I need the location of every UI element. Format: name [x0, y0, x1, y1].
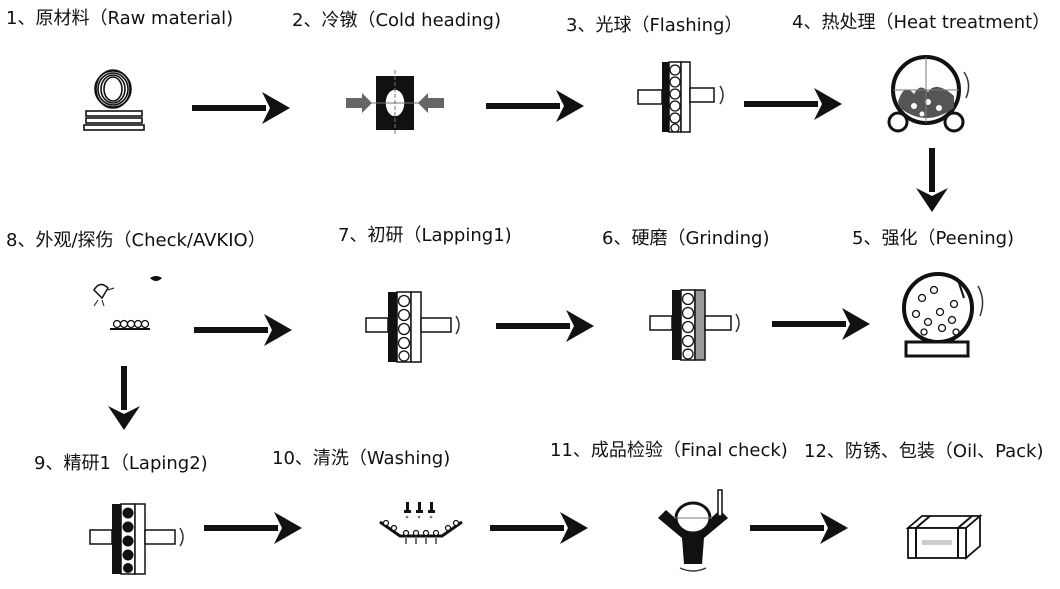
raw-material-coil-icon — [78, 65, 148, 135]
lapping1-machine-icon — [362, 288, 472, 368]
step-5-label: 5、强化（Peening) — [852, 228, 1015, 249]
step-3-label: 3、光球（Flashing） — [566, 15, 743, 36]
grinding-machine-icon — [646, 286, 756, 366]
arrow-right-10-11 — [490, 508, 590, 548]
step-10-label: 10、清洗（Washing) — [272, 448, 451, 469]
arrow-right-11-12 — [750, 508, 850, 548]
arrow-right-3-4 — [744, 84, 844, 124]
flashing-machine-icon — [630, 58, 740, 138]
arrow-down-4-5 — [912, 148, 952, 214]
step-7-label: 7、初研（Lapping1) — [338, 225, 512, 246]
step-9-label: 9、精研1（Laping2) — [34, 453, 208, 474]
arrow-right-1-2 — [192, 88, 292, 128]
final-check-gauge-icon — [654, 488, 734, 573]
arrow-right-6-5 — [772, 304, 872, 344]
step-11-label: 11、成品检验（Final check) — [550, 440, 788, 461]
heat-treatment-drum-icon — [884, 52, 974, 137]
step-8-label: 8、外观/探伤（Check/AVKIO） — [6, 230, 266, 251]
arrow-right-8-7 — [194, 310, 294, 350]
visual-check-icon — [82, 268, 172, 338]
arrow-right-2-3 — [486, 86, 586, 126]
arrow-right-7-6 — [496, 306, 596, 346]
step-4-label: 4、热处理（Heat treatment） — [792, 12, 1051, 33]
lapping2-machine-icon — [88, 500, 198, 580]
step-1-label: 1、原材料（Raw material) — [6, 8, 234, 29]
peening-drum-icon — [896, 268, 996, 363]
step-6-label: 6、硬磨（Grinding) — [602, 228, 770, 249]
cold-heading-die-icon — [340, 68, 450, 138]
arrow-down-8-9 — [104, 366, 144, 432]
arrow-right-9-10 — [204, 508, 304, 548]
packing-box-icon — [904, 512, 984, 562]
step-12-label: 12、防锈、包装（Oil、Pack) — [804, 441, 1044, 462]
step-2-label: 2、冷镦（Cold heading) — [292, 10, 501, 31]
washing-conveyor-icon — [376, 500, 466, 560]
